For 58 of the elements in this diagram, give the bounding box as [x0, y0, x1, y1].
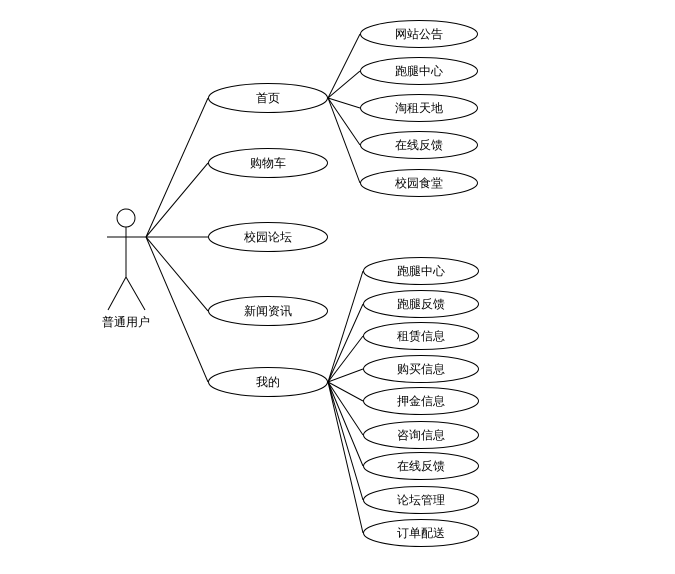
- use-case-ellipse: [360, 169, 478, 197]
- use-case-ellipse: [208, 222, 328, 252]
- connector-line: [146, 236, 208, 382]
- connector-line: [328, 98, 360, 184]
- connector-line: [146, 98, 208, 238]
- use-case-label: 购物车: [249, 156, 287, 170]
- connector-line: [328, 368, 364, 382]
- use-case-label: 淘租天地: [394, 101, 444, 115]
- use-case-label: 网站公告: [394, 27, 444, 41]
- use-case-ellipse: [363, 322, 479, 350]
- use-case-label: 首页: [255, 91, 281, 105]
- connector-line: [328, 382, 364, 534]
- use-case-label: 押金信息: [396, 394, 446, 408]
- connector-line: [328, 34, 360, 98]
- connector-line: [146, 236, 208, 238]
- connector-line: [328, 336, 364, 382]
- use-case-ellipse: [363, 486, 479, 514]
- use-case-ellipse: [363, 355, 479, 383]
- use-case-ellipse: [360, 57, 478, 85]
- connector-line: [328, 382, 364, 466]
- actor-label: 普通用户: [101, 315, 151, 329]
- use-case-ellipse: [208, 83, 328, 113]
- use-case-ellipse: [360, 94, 478, 122]
- use-case-ellipse: [363, 290, 479, 318]
- connector-line: [328, 382, 364, 402]
- use-case-ellipse: [363, 452, 479, 480]
- use-case-label: 订单配送: [396, 526, 446, 540]
- use-case-label: 购买信息: [396, 362, 446, 376]
- connector-line: [328, 304, 364, 382]
- connector-line: [146, 236, 208, 312]
- connector-line: [328, 382, 364, 436]
- connector-line: [328, 98, 360, 146]
- use-case-label: 在线反馈: [394, 138, 444, 152]
- use-case-label: 新闻资讯: [243, 304, 293, 318]
- use-case-label: 跑腿中心: [396, 264, 446, 278]
- use-case-label: 我的: [255, 375, 281, 389]
- use-case-ellipse: [363, 387, 479, 415]
- use-case-ellipse: [363, 257, 479, 285]
- use-case-ellipse: [208, 148, 328, 178]
- use-case-ellipse: [360, 131, 478, 159]
- use-case-ellipse: [208, 367, 328, 397]
- use-case-ellipse: [208, 296, 328, 326]
- connector-line: [328, 270, 364, 382]
- use-case-ellipse: [360, 20, 478, 48]
- connector-line: [328, 70, 360, 98]
- use-case-label: 跑腿中心: [394, 64, 444, 78]
- use-case-label: 校园食堂: [394, 176, 444, 190]
- connector-line: [328, 382, 364, 500]
- connector-line: [328, 98, 360, 108]
- use-case-label: 校园论坛: [243, 230, 293, 244]
- use-case-label: 跑腿反馈: [396, 297, 446, 311]
- use-case-label: 在线反馈: [396, 459, 446, 473]
- use-case-ellipse: [363, 519, 479, 547]
- use-case-label: 租赁信息: [396, 329, 446, 343]
- use-case-ellipse: [363, 421, 479, 449]
- use-case-label: 咨询信息: [396, 428, 446, 442]
- connector-line: [146, 162, 208, 238]
- use-case-label: 论坛管理: [396, 493, 446, 507]
